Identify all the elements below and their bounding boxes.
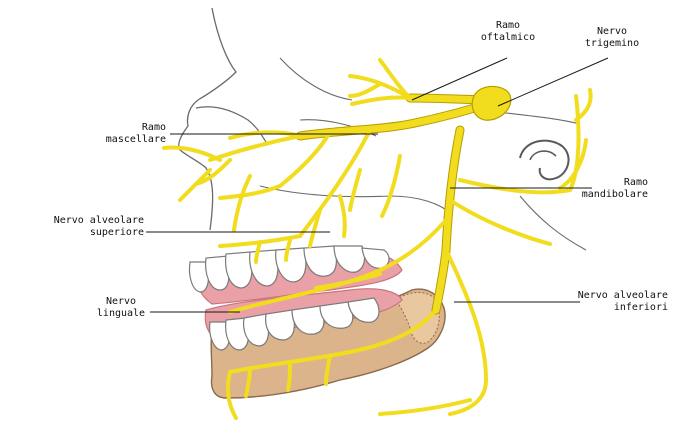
- label-ramo-mandibolare-line2: mandibolare: [560, 189, 648, 201]
- label-ramo-oftalmico-line1: Ramo: [478, 20, 538, 32]
- label-nervo-linguale: Nervo linguale: [92, 296, 150, 320]
- eye-socket-outline: [280, 58, 376, 136]
- label-nervo-linguale-line1: Nervo: [92, 296, 150, 308]
- label-ramo-mascellare-line2: mascellare: [84, 134, 166, 146]
- label-nervo-alveolare-inferiori-line2: inferiori: [556, 302, 668, 314]
- label-ramo-mascellare-line1: Ramo: [84, 122, 166, 134]
- label-nervo-alveolare-superiore-line2: superiore: [40, 227, 144, 239]
- label-nervo-trigemino-line1: Nervo: [580, 26, 644, 38]
- label-ramo-mascellare: Ramo mascellare: [84, 122, 166, 146]
- mandible-ramus-outline: [520, 196, 586, 250]
- label-nervo-linguale-line2: linguale: [92, 308, 150, 320]
- jaw-back-outline: [498, 112, 580, 124]
- label-nervo-trigemino-line2: trigemino: [580, 38, 644, 50]
- label-ramo-oftalmico: Ramo oftalmico: [478, 20, 538, 44]
- label-nervo-trigemino: Nervo trigemino: [580, 26, 644, 50]
- label-nervo-alveolare-inferiori-line1: Nervo alveolare: [556, 290, 668, 302]
- label-nervo-alveolare-superiore: Nervo alveolare superiore: [40, 215, 144, 239]
- label-ramo-mandibolare-line1: Ramo: [560, 177, 648, 189]
- ear: [520, 141, 569, 180]
- label-nervo-alveolare-superiore-line1: Nervo alveolare: [40, 215, 144, 227]
- label-nervo-alveolare-inferiori: Nervo alveolare inferiori: [556, 290, 668, 314]
- label-ramo-oftalmico-line2: oftalmico: [478, 32, 538, 44]
- label-ramo-mandibolare: Ramo mandibolare: [560, 177, 648, 201]
